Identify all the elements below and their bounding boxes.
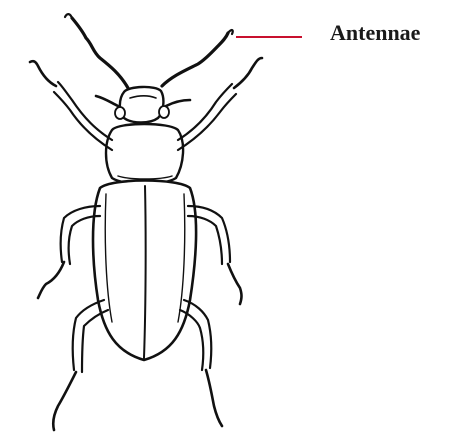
antennae-label: Antennae [330, 20, 420, 46]
thorax-drawing [106, 124, 183, 184]
antennae-drawing [65, 14, 233, 88]
antennae-leader-line [236, 36, 302, 38]
abdomen-drawing [93, 181, 196, 361]
head-drawing [96, 87, 190, 123]
